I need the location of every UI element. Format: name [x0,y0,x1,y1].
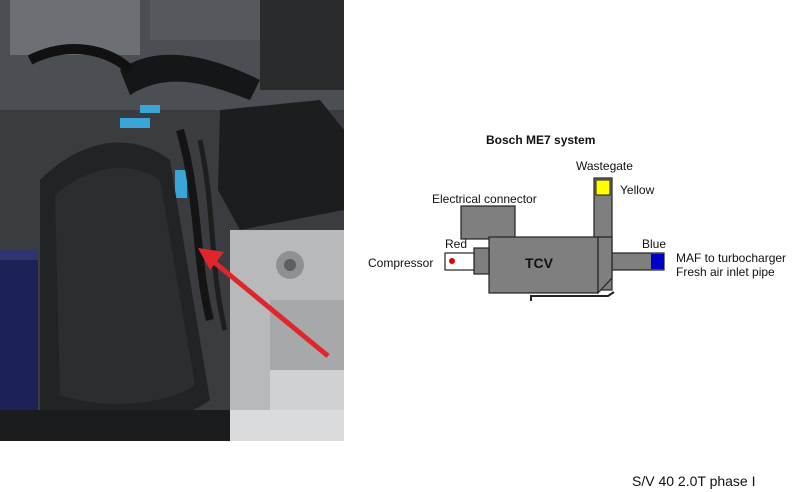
red-port [449,258,455,264]
red-arrow-head [198,248,224,270]
base-bracket [530,291,615,301]
tcv-body [488,236,599,294]
maf-label: MAF to turbocharger [676,251,787,265]
tcv-label: TCV [525,255,553,271]
compressor-inlet [473,247,490,275]
diagram-title: Bosch ME7 system [486,133,596,147]
electrical-connector-label: Electrical connector [432,192,537,206]
engine-bay-photo [0,0,344,441]
fresh-air-label: Fresh air inlet pipe [676,265,775,279]
yellow-label: Yellow [620,183,655,197]
tcv-side [597,236,613,295]
wastegate-label: Wastegate [576,159,633,173]
yellow-port [595,179,611,196]
compressor-pipe [444,252,475,271]
blue-label: Blue [642,237,667,251]
compressor-label: Compressor [368,256,434,270]
blue-port [651,254,664,269]
tcv-diagram: Bosch ME7 system Wastegate Yellow Electr… [350,120,800,320]
caption: S/V 40 2.0T phase I [632,473,756,489]
red-label: Red [445,237,468,251]
red-arrow [212,260,330,358]
electrical-connector-block [460,205,516,240]
